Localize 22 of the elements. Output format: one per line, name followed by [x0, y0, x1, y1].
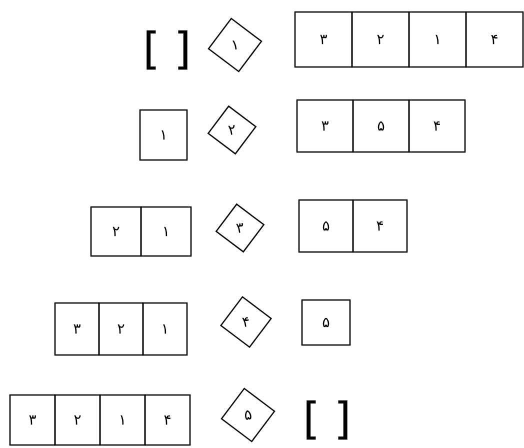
array-cell: ۵: [301, 299, 351, 346]
array-cell: ۴: [352, 199, 408, 253]
array-cell: ۵: [352, 99, 410, 153]
array-cell: ۳: [294, 11, 353, 68]
array-cell: ۲: [98, 302, 144, 356]
array-cell: ۳: [54, 302, 100, 356]
array-cell: ۴: [408, 99, 466, 153]
array-cell: ۴: [144, 394, 191, 446]
array-cell: ۱: [139, 109, 188, 161]
array-cell: ۲: [54, 394, 101, 446]
array-cell: ۱: [408, 11, 467, 68]
empty-list: [ ]: [146, 30, 188, 70]
array-cell: ۱: [142, 302, 188, 356]
array-cell: ۳: [9, 394, 56, 446]
array-cell: ۱: [140, 206, 192, 257]
array-cell: ۲: [351, 11, 410, 68]
array-cell: ۲: [90, 206, 142, 257]
array-cell: ۵: [298, 199, 354, 253]
array-cell: ۳: [296, 99, 354, 153]
array-cell: ۱: [99, 394, 146, 446]
empty-list: [ ]: [306, 400, 348, 440]
array-cell: ۴: [465, 11, 524, 68]
